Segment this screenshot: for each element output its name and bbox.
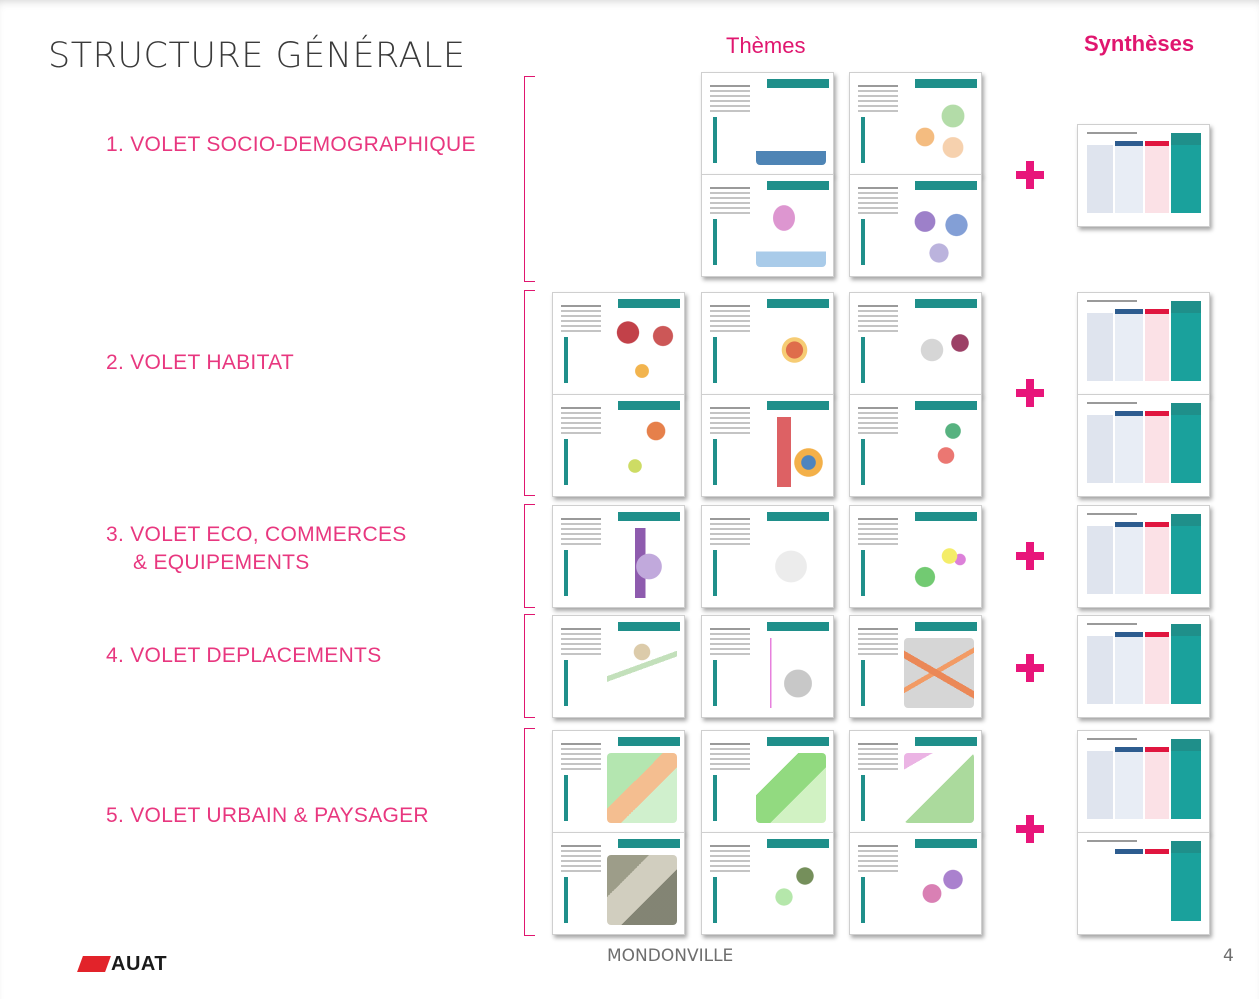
auat-logo: AUAT xyxy=(77,952,168,975)
theme-thumbnail xyxy=(701,394,834,497)
theme-thumbnail xyxy=(849,292,982,395)
auat-logo-text: AUAT xyxy=(111,952,168,975)
theme-thumbnail xyxy=(849,505,982,608)
volet-label-urbain-paysager: 5. VOLET URBAIN & PAYSAGER xyxy=(106,802,429,830)
footer-commune-name: MONDONVILLE xyxy=(607,946,734,966)
volet-label-line: 4. VOLET DEPLACEMENTS xyxy=(106,644,382,667)
synthesis-thumbnail xyxy=(1077,730,1210,833)
theme-thumbnail xyxy=(849,832,982,935)
volet-label-deplacements: 4. VOLET DEPLACEMENTS xyxy=(106,642,382,670)
theme-thumbnail xyxy=(701,832,834,935)
auat-logo-icon xyxy=(77,956,111,972)
bracket-volet-5 xyxy=(524,728,535,936)
plus-icon xyxy=(1016,542,1044,570)
theme-thumbnail xyxy=(552,505,685,608)
synthesis-thumbnail xyxy=(1077,124,1210,227)
syntheses-column-header: Synthèses xyxy=(1084,31,1195,56)
synthesis-thumbnail xyxy=(1077,615,1210,718)
theme-thumbnail xyxy=(701,730,834,833)
synthesis-thumbnail xyxy=(1077,505,1210,608)
volet-label-socio-demographique: 1. VOLET SOCIO-DEMOGRAPHIQUE xyxy=(106,131,476,159)
synthesis-thumbnail xyxy=(1077,292,1210,395)
theme-thumbnail xyxy=(552,292,685,395)
theme-thumbnail xyxy=(849,615,982,718)
plus-icon xyxy=(1016,654,1044,682)
synthesis-thumbnail xyxy=(1077,394,1210,497)
theme-thumbnail xyxy=(849,72,982,175)
bracket-volet-3 xyxy=(524,504,535,608)
volet-label-line-2: & EQUIPEMENTS xyxy=(133,551,310,574)
synthesis-thumbnail xyxy=(1077,832,1210,935)
volet-label-line: 5. VOLET URBAIN & PAYSAGER xyxy=(106,804,429,827)
slide-title: STRUCTURE GÉNÉRALE xyxy=(48,36,466,76)
theme-thumbnail xyxy=(701,72,834,175)
theme-thumbnail xyxy=(552,832,685,935)
theme-thumbnail xyxy=(701,174,834,277)
theme-thumbnail xyxy=(552,730,685,833)
theme-thumbnail xyxy=(701,292,834,395)
theme-thumbnail xyxy=(701,505,834,608)
plus-icon xyxy=(1016,379,1044,407)
page-number: 4 xyxy=(1223,946,1234,966)
theme-thumbnail xyxy=(701,615,834,718)
theme-thumbnail xyxy=(552,394,685,497)
volet-label-line: 3. VOLET ECO, COMMERCES xyxy=(106,523,407,546)
theme-thumbnail xyxy=(849,394,982,497)
bracket-volet-2 xyxy=(524,290,535,496)
bracket-volet-4 xyxy=(524,614,535,718)
theme-thumbnail xyxy=(552,615,685,718)
theme-thumbnail xyxy=(849,174,982,277)
volet-label-eco-commerces: 3. VOLET ECO, COMMERCES & EQUIPEMENTS xyxy=(106,521,407,577)
volet-label-line: 1. VOLET SOCIO-DEMOGRAPHIQUE xyxy=(106,133,476,156)
theme-thumbnail xyxy=(849,730,982,833)
plus-icon xyxy=(1016,161,1044,189)
volet-label-line: 2. VOLET HABITAT xyxy=(106,351,295,374)
bracket-volet-1 xyxy=(524,76,535,282)
volet-label-habitat: 2. VOLET HABITAT xyxy=(106,349,294,377)
themes-column-header: Thèmes xyxy=(726,33,806,58)
plus-icon xyxy=(1016,815,1044,843)
